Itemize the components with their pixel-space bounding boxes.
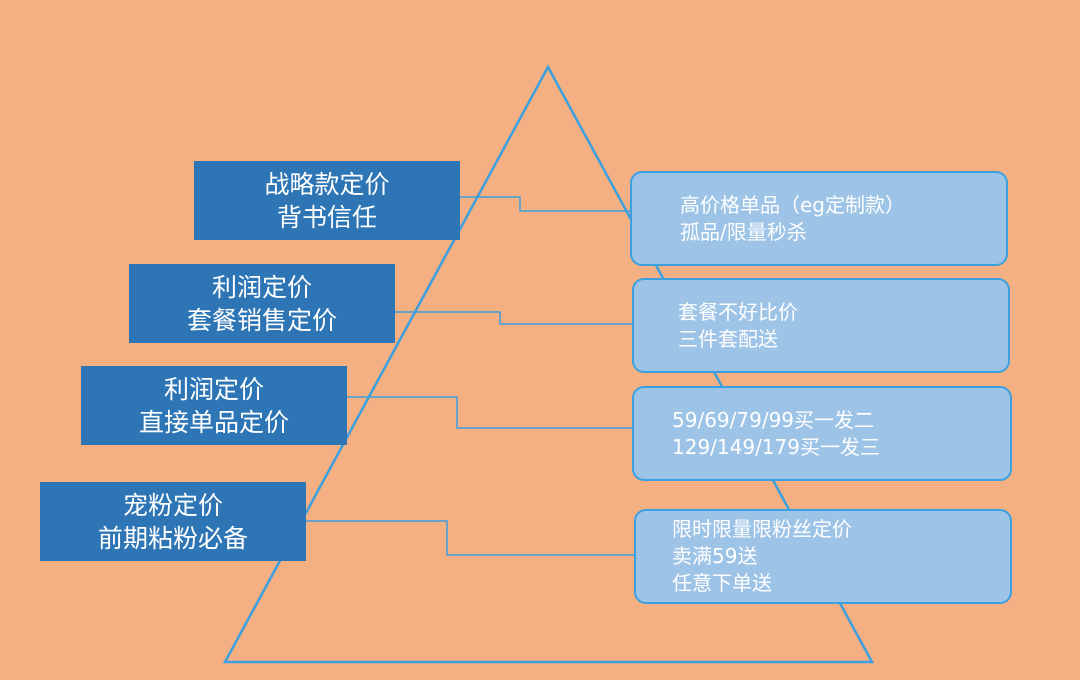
level-3-note-2: 129/149/179买一发三 xyxy=(672,434,880,459)
level-1-notes: 高价格单品（eg定制款） 孤品/限量秒杀 xyxy=(630,171,1008,266)
level-2-note-1: 套餐不好比价 xyxy=(678,299,798,324)
connector-level-4 xyxy=(300,520,636,556)
level-1-label-line-1: 战略款定价 xyxy=(264,169,390,199)
level-1-note-2: 孤品/限量秒杀 xyxy=(680,219,807,244)
level-3-label-line-2: 直接单品定价 xyxy=(138,407,289,437)
level-1-label: 战略款定价 背书信任 xyxy=(194,161,460,240)
connector-level-1 xyxy=(418,196,632,212)
level-2-label: 利润定价 套餐销售定价 xyxy=(129,264,395,343)
level-4-note-1: 限时限量限粉丝定价 xyxy=(672,517,852,541)
level-1-label-line-2: 背书信任 xyxy=(276,202,377,232)
level-4-label-line-1: 宠粉定价 xyxy=(122,490,223,520)
level-3-notes: 59/69/79/99买一发二 129/149/179买一发三 xyxy=(632,386,1012,481)
level-4-note-3: 任意下单送 xyxy=(672,571,772,595)
level-4-notes: 限时限量限粉丝定价 卖满59送 任意下单送 xyxy=(634,509,1012,604)
level-2-label-line-1: 利润定价 xyxy=(211,272,312,302)
connector-level-3 xyxy=(340,396,634,429)
connector-level-2 xyxy=(365,311,634,325)
level-2-label-line-2: 套餐销售定价 xyxy=(186,305,337,335)
level-3-label-line-1: 利润定价 xyxy=(163,374,264,404)
level-4-label: 宠粉定价 前期粘粉必备 xyxy=(40,482,306,561)
level-2-note-2: 三件套配送 xyxy=(678,326,778,351)
level-4-note-2: 卖满59送 xyxy=(672,544,758,568)
level-4-label-line-2: 前期粘粉必备 xyxy=(97,523,248,553)
level-2-notes: 套餐不好比价 三件套配送 xyxy=(632,278,1010,373)
level-1-note-1: 高价格单品（eg定制款） xyxy=(680,192,905,217)
level-3-label: 利润定价 直接单品定价 xyxy=(81,366,347,445)
level-3-note-1: 59/69/79/99买一发二 xyxy=(672,407,875,432)
